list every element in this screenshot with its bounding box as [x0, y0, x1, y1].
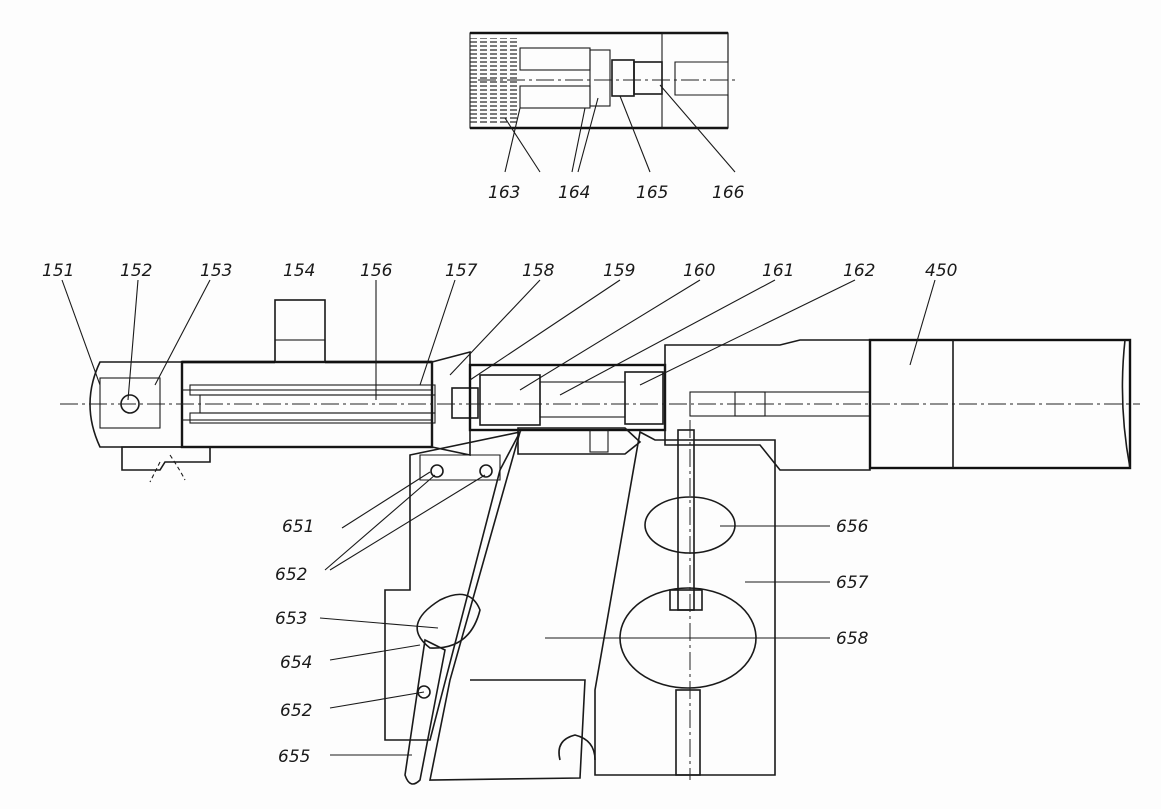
label-163: 163: [488, 183, 520, 203]
label-159: 159: [603, 261, 635, 281]
label-656: 656: [836, 517, 869, 537]
label-153: 153: [200, 261, 232, 281]
label-154: 154: [283, 261, 315, 281]
label-151: 151: [42, 261, 74, 281]
label-162: 162: [843, 261, 875, 281]
label-156: 156: [360, 261, 393, 281]
label-652-top: 652: [275, 565, 307, 585]
reference-labels: 163 164 165 166 151 152 153 154 156 157 …: [42, 183, 957, 767]
barrel-assembly: [60, 299, 1140, 483]
label-655: 655: [278, 747, 310, 767]
grip-assembly: [384, 420, 776, 785]
label-157: 157: [445, 261, 478, 281]
label-152: 152: [120, 261, 152, 281]
label-450: 450: [925, 261, 957, 281]
leader-lines: [61, 279, 936, 756]
label-653: 653: [275, 609, 307, 629]
label-158: 158: [522, 261, 555, 281]
label-658: 658: [836, 629, 869, 649]
label-651: 651: [282, 517, 314, 537]
label-160: 160: [683, 261, 715, 281]
label-652-bottom: 652: [280, 701, 312, 721]
detail-view: [469, 31, 736, 173]
label-657: 657: [836, 573, 869, 593]
label-165: 165: [636, 183, 668, 203]
label-164: 164: [558, 183, 590, 203]
label-161: 161: [762, 261, 794, 281]
label-654: 654: [280, 653, 312, 673]
label-166: 166: [712, 183, 745, 203]
